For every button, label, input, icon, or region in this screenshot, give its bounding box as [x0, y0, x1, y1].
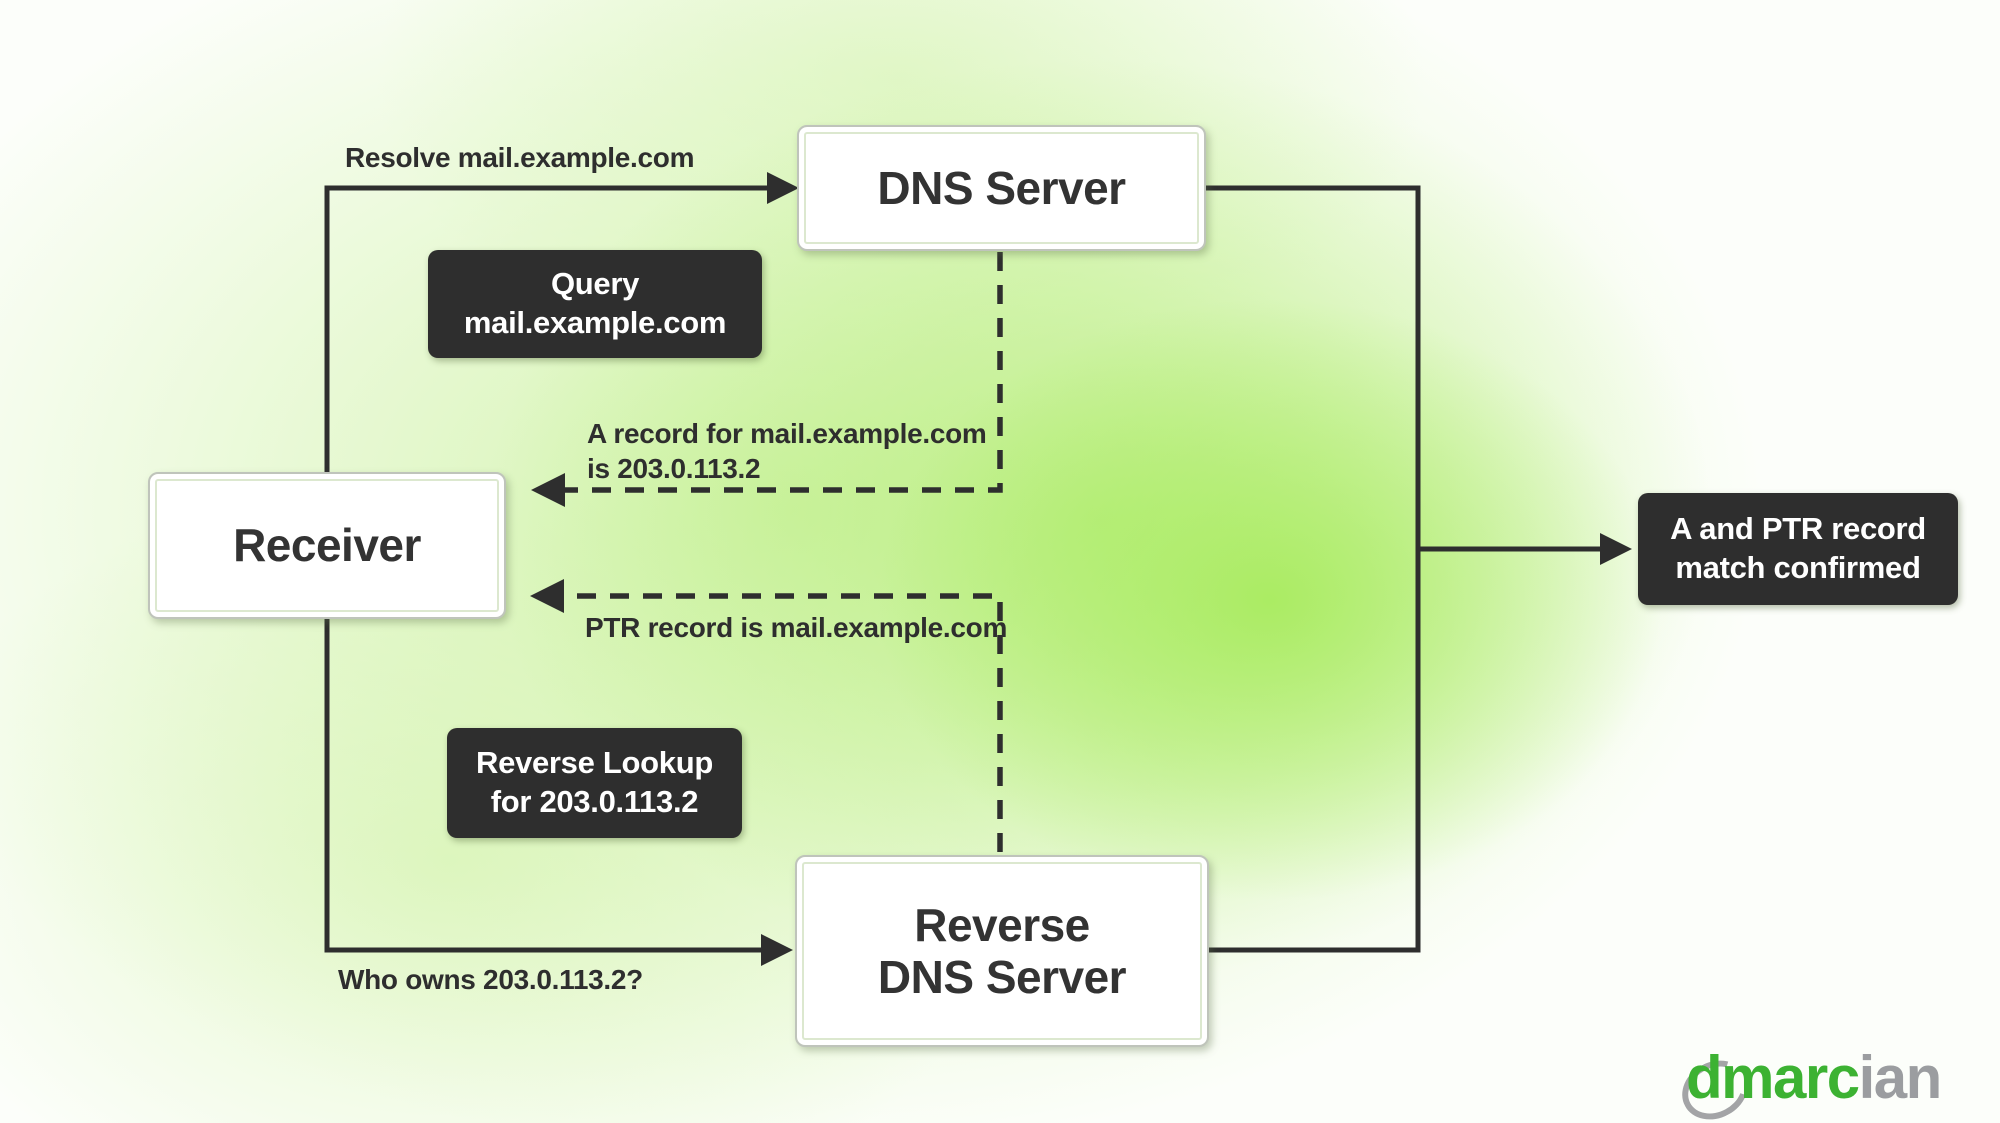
node-dns-server: DNS Server — [797, 125, 1206, 251]
edge-a-record-line — [562, 252, 1003, 493]
node-reverse-dns-server-label-line1: Reverse — [914, 898, 1090, 951]
edge-who-owns-arrowhead-icon — [761, 934, 793, 966]
logo-text-green: dmarc — [1686, 1044, 1860, 1111]
callout-match-confirmed-line1: A and PTR record — [1670, 511, 1926, 547]
dmarcian-logo: dmarcian — [1671, 1040, 1986, 1123]
callout-match-confirmed: A and PTR record match confirmed — [1638, 493, 1958, 605]
edge-label-resolve: Resolve mail.example.com — [345, 142, 695, 173]
edge-label-ptr-record: PTR record is mail.example.com — [585, 612, 1008, 643]
callout-reverse-lookup-line2: for 203.0.113.2 — [490, 784, 699, 819]
node-receiver-label: Receiver — [233, 519, 421, 572]
callout-reverse-lookup: Reverse Lookup for 203.0.113.2 — [447, 728, 742, 838]
node-reverse-dns-server: Reverse DNS Server — [795, 855, 1209, 1047]
edge-label-a-record-line2: is 203.0.113.2 — [587, 453, 761, 484]
logo-text-gray: ian — [1858, 1044, 1943, 1111]
callout-query: Query mail.example.com — [428, 250, 762, 358]
edge-merge-bracket-line — [1199, 185, 1421, 953]
edge-ptr-arrowhead-icon — [530, 579, 564, 613]
edge-match-arrowhead-icon — [1600, 533, 1632, 565]
edge-resolve-arrowhead-icon — [767, 172, 799, 204]
edge-label-a-record-line1: A record for mail.example.com — [587, 418, 987, 449]
callout-query-line1: Query — [550, 266, 640, 302]
node-dns-server-label: DNS Server — [877, 161, 1126, 214]
callout-reverse-lookup-line1: Reverse Lookup — [476, 745, 713, 781]
callout-match-confirmed-line2: match confirmed — [1675, 550, 1921, 585]
edge-ptr-line — [568, 593, 1003, 852]
edge-label-a-record: A record for mail.example.com is 203.0.1… — [587, 416, 1007, 486]
callout-query-line2: mail.example.com — [463, 305, 727, 340]
edge-resolve-line — [324, 185, 773, 477]
edge-label-who-owns: Who owns 203.0.113.2? — [338, 964, 643, 995]
edge-who-owns-line — [324, 610, 767, 953]
edge-a-record-arrowhead-icon — [531, 473, 565, 507]
node-receiver: Receiver — [148, 472, 506, 619]
node-reverse-dns-server-label-line2: DNS Server — [877, 951, 1127, 1003]
